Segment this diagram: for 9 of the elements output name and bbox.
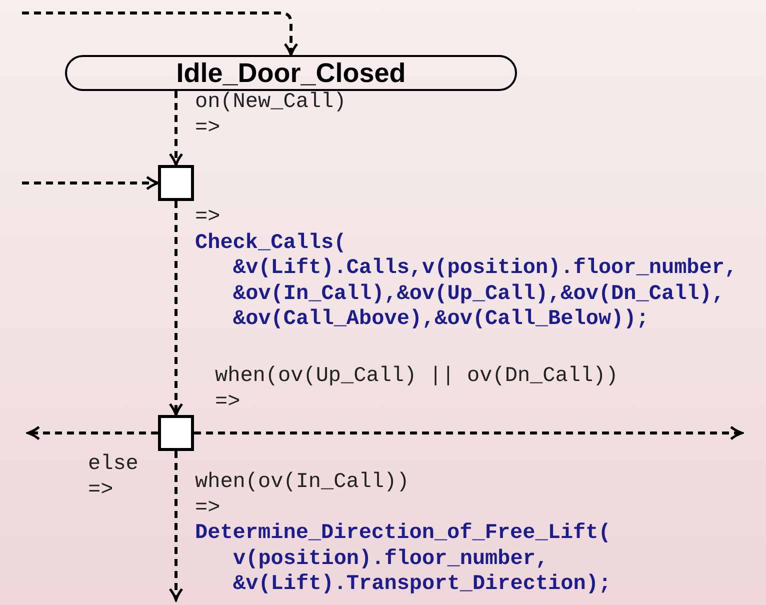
edge-label: when(ov(In_Call)) => Determine_Direction_of_Free_Lift( v(position).floor_number, &v(Lift).Transport_Direction); (195, 470, 612, 598)
state-box (65, 55, 517, 91)
edge-label: else => (88, 452, 140, 503)
edge-label: => Check_Calls( &v(Lift).Calls,v(position).floor_number, &ov(In_Call),&ov(Up_Call),&ov(Dn_Call), &ov(Call_Above),&ov(Call_Below)); (195, 205, 738, 332)
junction-box (158, 415, 194, 451)
edge-label: on(New_Call) => (195, 90, 348, 141)
junction-box (158, 165, 194, 201)
edge-label: when(ov(Up_Call) || ov(Dn_Call)) => (215, 364, 620, 415)
state-name: Idle_Door_Closed (176, 60, 406, 86)
